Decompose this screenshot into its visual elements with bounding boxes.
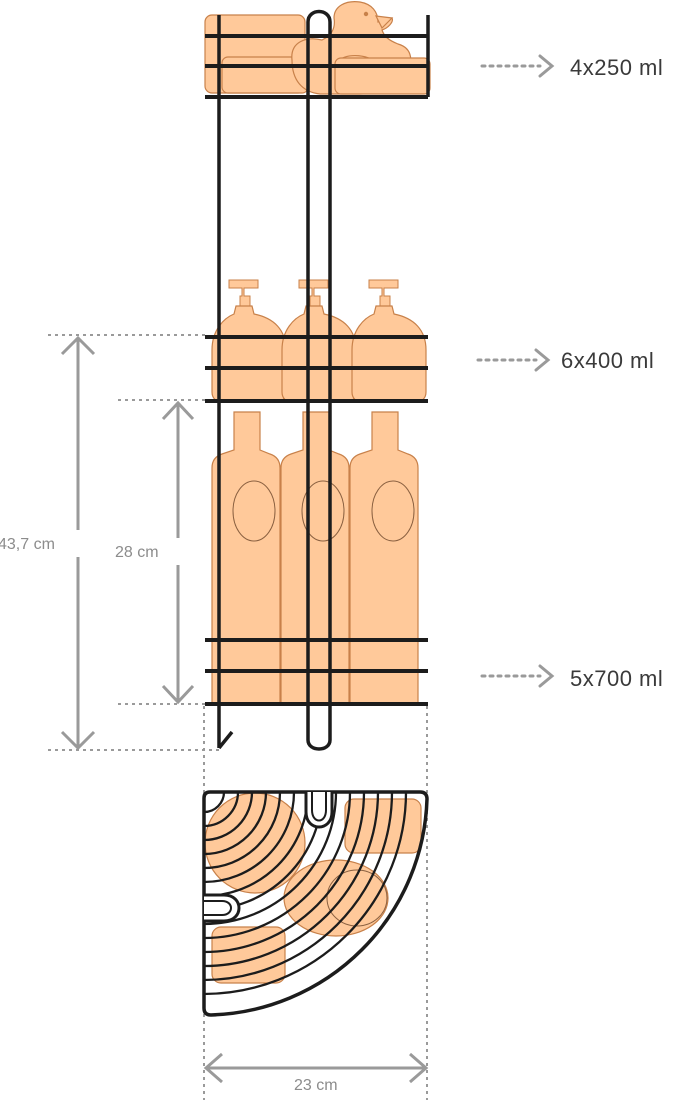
capacity-label-bottom: 5x700 ml — [570, 666, 663, 691]
pump-bottle — [281, 279, 357, 403]
tall-bottle — [211, 411, 281, 705]
dimension-label-total-height: 43,7 cm — [0, 536, 55, 553]
dimension-label-width: 23 cm — [294, 1077, 338, 1094]
tall-bottles-group — [211, 411, 419, 705]
tall-bottle — [280, 411, 350, 705]
sponge-round — [204, 792, 306, 894]
pump-bottle — [351, 279, 427, 403]
top-view-basket — [202, 790, 429, 1017]
height-dimensions: 43,7 cm 28 cm — [0, 334, 220, 751]
pump-bottle — [211, 279, 287, 403]
tall-bottle — [349, 411, 419, 705]
width-dimension: 23 cm — [203, 1052, 429, 1094]
sponge-flat — [334, 57, 431, 95]
soap-bar-top — [344, 798, 422, 854]
capacity-annotations: 4x250 ml 6x400 ml 5x700 ml — [476, 54, 663, 691]
caddy-frame — [205, 9, 430, 751]
capacity-label-middle: 6x400 ml — [561, 348, 654, 373]
capacity-label-top: 4x250 ml — [570, 55, 663, 80]
pump-bottles-group — [211, 279, 427, 403]
top-shelf-group — [204, 1, 431, 99]
dimension-label-shelf-gap: 28 cm — [115, 544, 159, 561]
